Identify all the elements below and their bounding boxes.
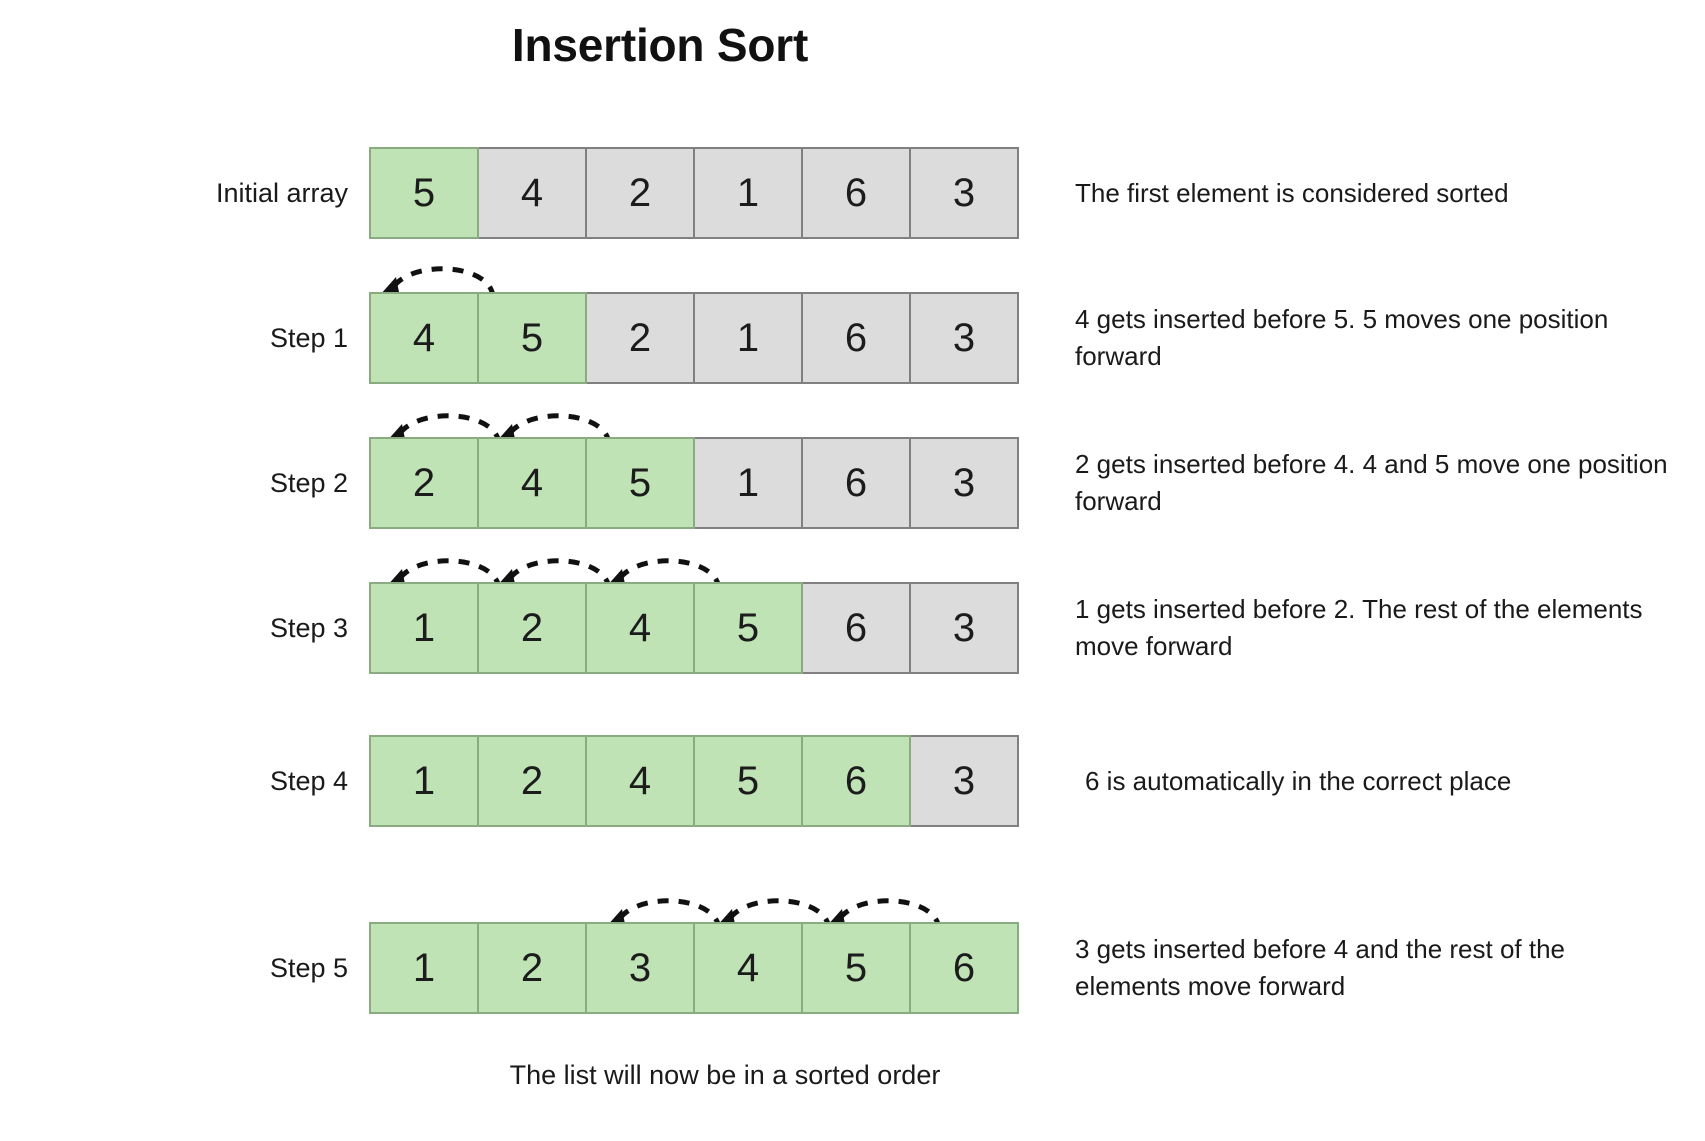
page-title: Insertion Sort: [511, 19, 809, 71]
diagram-row-step-1: Step 1 4 5 2 1 6 3 4 gets inserted befor…: [0, 292, 1705, 384]
diagram-row-initial-array: Initial array 5 4 2 1 6 3 The first elem…: [0, 147, 1705, 239]
row-description: 1 gets inserted before 2. The rest of th…: [1075, 594, 1643, 661]
row-label: Step 2: [269, 467, 348, 498]
array-cell: 6: [801, 147, 911, 239]
array-cell: 4: [369, 292, 479, 384]
array-cell: 3: [585, 922, 695, 1014]
array-cell: 2: [585, 147, 695, 239]
array-cell: 6: [801, 292, 911, 384]
row-description: 3 gets inserted before 4 and the rest of…: [1075, 934, 1565, 1001]
footer-caption: The list will now be in a sorted order: [509, 1060, 941, 1090]
diagram-row-step-4: Step 4 1 2 4 5 6 3 6 is automatically in…: [0, 735, 1705, 827]
array-step-4: 1 2 4 5 6 3: [369, 735, 1019, 827]
array-cell: 2: [477, 922, 587, 1014]
array-cell: 4: [585, 582, 695, 674]
array-cell: 1: [693, 147, 803, 239]
array-initial-array: 5 4 2 1 6 3: [369, 147, 1019, 239]
array-cell: 1: [693, 437, 803, 529]
row-description: 4 gets inserted before 5. 5 moves one po…: [1075, 304, 1609, 371]
array-step-2: 2 4 5 1 6 3: [369, 437, 1019, 529]
array-cell: 1: [693, 292, 803, 384]
array-cell: 4: [585, 735, 695, 827]
array-cell: 3: [909, 147, 1019, 239]
array-cell: 5: [693, 735, 803, 827]
diagram-row-step-3: Step 3 1 2 4 5 6 3 1 gets inserted befor…: [0, 582, 1705, 674]
array-cell: 5: [585, 437, 695, 529]
array-step-5: 1 2 3 4 5 6: [369, 922, 1019, 1014]
array-cell: 5: [693, 582, 803, 674]
array-cell: 6: [801, 582, 911, 674]
array-cell: 1: [369, 922, 479, 1014]
row-description: The first element is considered sorted: [1075, 177, 1509, 208]
array-cell: 2: [369, 437, 479, 529]
array-cell: 4: [693, 922, 803, 1014]
array-cell: 3: [909, 735, 1019, 827]
array-cell: 4: [477, 147, 587, 239]
array-cell: 1: [369, 582, 479, 674]
array-cell: 3: [909, 292, 1019, 384]
row-label: Step 1: [269, 322, 348, 353]
diagram-row-step-2: Step 2 2 4 5 1 6 3 2 gets inserted befor…: [0, 437, 1705, 529]
array-step-1: 4 5 2 1 6 3: [369, 292, 1019, 384]
array-cell: 3: [909, 437, 1019, 529]
array-cell: 6: [801, 437, 911, 529]
row-description: 6 is automatically in the correct place: [1085, 765, 1512, 796]
diagram-row-step-5: Step 5 1 2 3 4 5 6 3 gets inserted befor…: [0, 922, 1705, 1014]
row-description: 2 gets inserted before 4. 4 and 5 move o…: [1075, 449, 1668, 516]
array-cell: 3: [909, 582, 1019, 674]
row-label: Step 4: [269, 765, 348, 796]
array-cell: 2: [477, 735, 587, 827]
row-label: Initial array: [215, 177, 348, 208]
array-step-3: 1 2 4 5 6 3: [369, 582, 1019, 674]
array-cell: 6: [909, 922, 1019, 1014]
array-cell: 5: [801, 922, 911, 1014]
array-cell: 2: [585, 292, 695, 384]
array-cell: 6: [801, 735, 911, 827]
array-cell: 4: [477, 437, 587, 529]
array-cell: 2: [477, 582, 587, 674]
array-cell: 5: [369, 147, 479, 239]
array-cell: 5: [477, 292, 587, 384]
array-cell: 1: [369, 735, 479, 827]
row-label: Step 3: [269, 612, 348, 643]
row-label: Step 5: [269, 952, 348, 983]
